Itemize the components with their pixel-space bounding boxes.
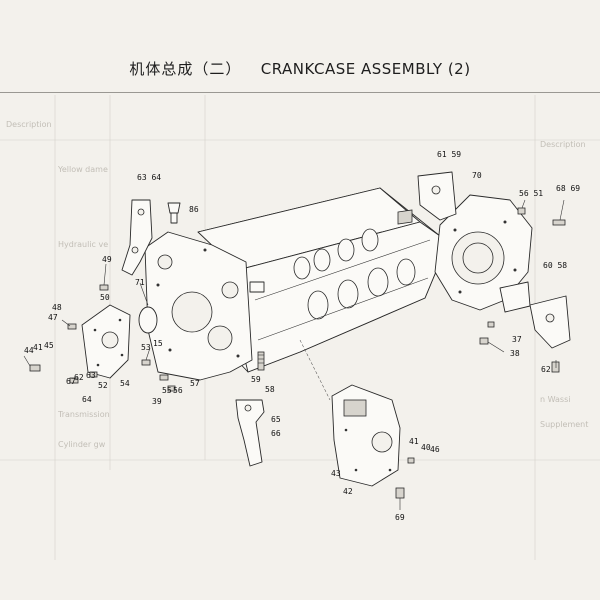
callout-57: 57 [190,379,200,388]
callout-45: 45 [44,341,54,350]
stud-bolt-59 [257,351,265,371]
callout-54: 54 [120,379,130,388]
callout-37: 37 [512,335,522,344]
title-english: CRANKCASE ASSEMBLY (2) [260,60,471,78]
callout-61-59: 61 59 [437,150,461,159]
callout-56-51: 56 51 [519,189,543,198]
assembly-dash [299,339,331,401]
flywheel-housing-70 [434,194,533,311]
gasket-71 [138,306,158,334]
bolts-left [29,284,176,392]
callout-67: 67 [66,377,76,386]
title-rule [0,92,600,93]
callout-52: 52 [98,381,108,390]
callout-49: 49 [102,255,112,264]
ghost-label: Cylinder gw [58,440,106,449]
callout-68-69: 68 69 [556,184,580,193]
callout-43: 43 [331,469,341,478]
callout-48: 48 [52,303,62,312]
cylinder-block [197,187,441,373]
callout-42: 42 [343,487,353,496]
part-callouts: 63 64 86 61 59 70 56 51 68 69 49 50 71 6… [24,150,580,522]
ghost-label: n Wassi [540,395,571,404]
bolts-right [479,207,566,373]
callout-50: 50 [100,293,110,302]
cover-plate-48 [81,304,131,379]
callout-70: 70 [472,171,482,180]
callout-63-64: 63 64 [137,173,161,182]
bracket-65-66 [235,399,265,467]
callout-41-rear: 41 [409,437,419,446]
callout-63: 63 [86,371,96,380]
plate-37 [499,281,531,313]
ghost-label: Transmission [58,410,110,419]
callout-58: 58 [265,385,275,394]
bracket-63-64 [121,199,153,276]
callout-55: 55 [162,386,172,395]
callout-53: 53 [141,343,151,352]
callout-62-left: 62 [74,373,84,382]
callout-46: 46 [430,445,440,454]
page-title: 机体总成（二） CRANKCASE ASSEMBLY (2) [0,58,600,79]
callout-86: 86 [189,205,199,214]
callout-66: 66 [271,429,281,438]
callout-44: 44 [24,346,34,355]
callout-40: 40 [421,443,431,452]
callout-39: 39 [152,397,162,406]
title-chinese: 机体总成（二） [129,60,242,78]
callout-38: 38 [510,349,520,358]
ghost-label: Supplement [540,420,589,429]
bracket-60-58 [529,295,571,349]
bracket-61-59 [417,171,457,221]
callout-47: 47 [48,313,58,322]
leader-lines-right [487,199,565,368]
plug-86 [167,202,181,224]
callout-41: 41 [33,343,43,352]
callout-64: 64 [82,395,92,404]
rear-cover-42 [331,384,401,487]
callout-65: 65 [271,415,281,424]
leader-lines-left [23,263,151,367]
ghost-label: Description [540,140,586,149]
callout-69: 69 [395,513,405,522]
callout-15: 15 [153,339,163,348]
ghost-label: Yellow dame [58,165,108,174]
callout-60-58: 60 58 [543,261,567,270]
front-cover [144,231,253,381]
callout-56: 56 [173,386,183,395]
ghost-label: Hydraulic ve [58,240,109,249]
ghost-label: Description [6,120,52,129]
bolts-rear-cover [395,457,415,510]
callout-62: 62 [541,365,551,374]
callout-71: 71 [135,278,145,287]
callout-59: 59 [251,375,261,384]
